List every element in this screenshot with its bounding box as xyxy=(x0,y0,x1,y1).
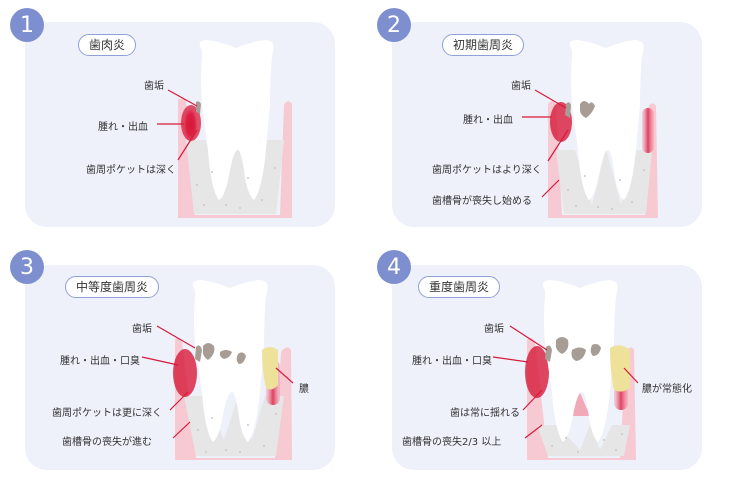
stage-2-label-swelling: 腫れ・出血 xyxy=(463,115,513,126)
stage-3-number-badge: 3 xyxy=(10,250,44,284)
stage-3-label-pocket: 歯周ポケットは更に深く xyxy=(52,408,162,419)
stage-3-label-swelling: 腫れ・出血・口臭 xyxy=(60,356,140,367)
stage-3-tooth-diagram xyxy=(141,280,294,460)
stage-2-tooth-diagram xyxy=(522,40,658,218)
stage-2-title: 初期歯周炎 xyxy=(442,34,525,56)
stage-4-label-swelling: 腫れ・出血・口臭 xyxy=(412,356,492,367)
stage-3-label-pus: 膿 xyxy=(299,384,309,395)
stage-1-label-plaque: 歯垢 xyxy=(144,81,164,92)
stage-2-label-bone-loss: 歯槽骨が喪失し始める xyxy=(432,196,532,207)
stage-3-title: 中等度歯周炎 xyxy=(65,276,160,298)
stage-4-title: 重度歯周炎 xyxy=(418,276,501,298)
stage-1-number-badge: 1 xyxy=(10,8,44,42)
stage-1-label-pocket: 歯周ポケットは深く xyxy=(86,165,176,176)
stage-4-number-badge: 4 xyxy=(377,250,411,284)
stage-2-number-badge: 2 xyxy=(377,8,411,42)
stage-4-label-bone-loss: 歯槽骨の喪失2/3 以上 xyxy=(402,437,502,448)
stage-2-label-pocket: 歯周ポケットはより深く xyxy=(432,165,542,176)
stage-4-label-pus: 膿が常態化 xyxy=(642,384,692,395)
stage-4-label-plaque: 歯垢 xyxy=(484,324,504,335)
stage-1-tooth-diagram xyxy=(157,40,292,218)
stage-1-label-swelling: 腫れ・出血 xyxy=(98,122,148,133)
stage-3-label-plaque: 歯垢 xyxy=(132,324,152,335)
stage-1-title: 歯肉炎 xyxy=(78,34,137,56)
stage-3-label-bone-loss: 歯槽骨の喪失が進む xyxy=(62,437,152,448)
stage-4-tooth-diagram xyxy=(492,280,639,460)
stage-4-label-loose-teeth: 歯は常に揺れる xyxy=(450,408,520,419)
stage-2-label-plaque: 歯垢 xyxy=(511,81,531,92)
